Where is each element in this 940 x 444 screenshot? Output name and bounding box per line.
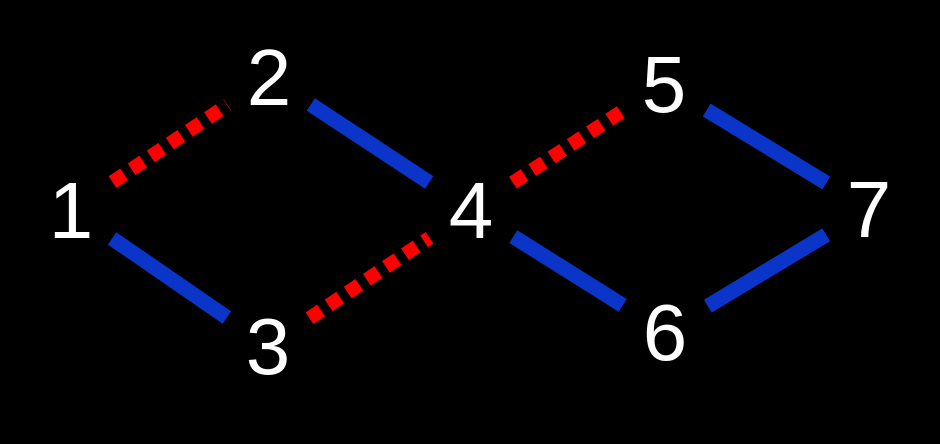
edge-5-7-solid: [702, 103, 831, 190]
node-3-label: 3: [246, 302, 291, 391]
edge-3-4-dashed: [305, 231, 434, 325]
node-4-label: 4: [449, 166, 494, 255]
node-6-label: 6: [643, 288, 688, 377]
edge-4-6-solid: [509, 230, 627, 312]
node-2-label: 2: [247, 33, 292, 122]
node-5-label: 5: [642, 40, 687, 129]
node-1-label: 1: [49, 166, 94, 255]
edge-1-2-dashed: [108, 99, 232, 188]
edge-4-5-dashed: [509, 105, 626, 189]
edge-6-7-solid: [703, 228, 831, 313]
node-7-label: 7: [847, 165, 892, 254]
edge-1-3-solid: [107, 232, 232, 324]
edge-2-4-solid: [306, 98, 434, 189]
